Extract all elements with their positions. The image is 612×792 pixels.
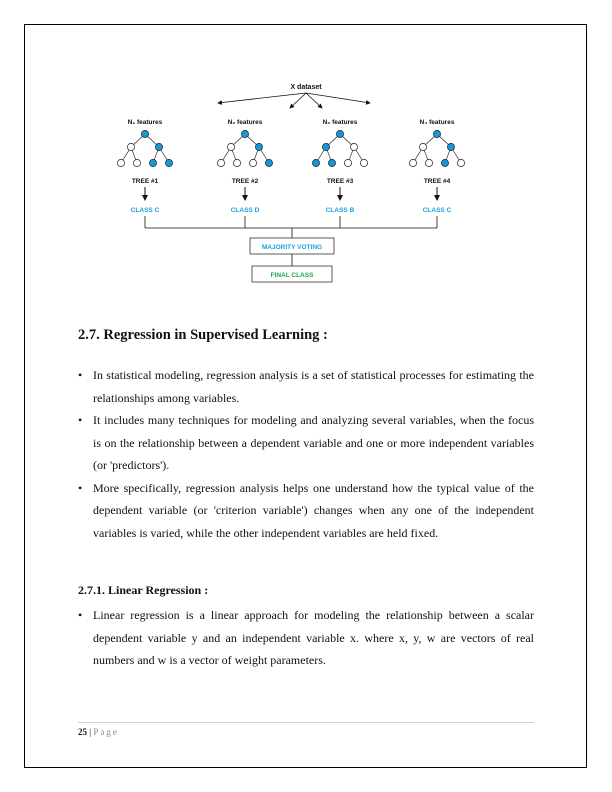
tree-node (127, 143, 135, 151)
tree-class-label: CLASS B (326, 207, 355, 214)
tree-class-label: CLASS C (423, 207, 452, 214)
tree-node (117, 159, 125, 167)
tree-node (227, 143, 235, 151)
tree-node (360, 159, 368, 167)
tree-node (441, 159, 449, 167)
tree-node (141, 130, 149, 138)
dataset-label: X dataset (290, 84, 322, 91)
tree-node (241, 130, 249, 138)
tree-node (249, 159, 257, 167)
tree-node (344, 159, 352, 167)
tree-node (155, 143, 163, 151)
tree-node (350, 143, 358, 151)
tree-node (433, 130, 441, 138)
tree-node (233, 159, 241, 167)
tree-node (133, 159, 141, 167)
tree-number-label: TREE #3 (327, 178, 354, 185)
tree-node (409, 159, 417, 167)
dataset-arrow (289, 92, 307, 109)
list-item: In statistical modeling, regression anal… (78, 364, 534, 409)
tree-node (255, 143, 263, 151)
tree-number-label: TREE #4 (424, 178, 451, 185)
dataset-arrow (305, 92, 371, 105)
page-number: 25 (78, 727, 87, 737)
tree-number-label: TREE #1 (132, 178, 159, 185)
list-item: Linear regression is a linear approach f… (78, 604, 534, 672)
page-border (24, 24, 587, 768)
tree-node (425, 159, 433, 167)
tree-node (419, 143, 427, 151)
page-footer: 25 | Page (78, 727, 119, 737)
page-word: Page (93, 727, 119, 737)
list-item: It includes many techniques for modeling… (78, 409, 534, 477)
tree-features-label: N₄ features (420, 119, 455, 126)
final-class-label: FINAL CLASS (271, 272, 315, 279)
tree-node (165, 159, 173, 167)
tree-node (265, 159, 273, 167)
tree-features-label: N₁ features (128, 119, 163, 126)
tree-node (328, 159, 336, 167)
majority-voting-label: MAJORITY VOTING (262, 244, 322, 251)
tree-features-label: N₂ features (228, 119, 263, 126)
dataset-arrow (217, 92, 307, 105)
tree-node (312, 159, 320, 167)
tree-node (149, 159, 157, 167)
final-class-box (251, 265, 333, 283)
tree-class-label: CLASS C (131, 207, 160, 214)
tree-features-label: N₃ features (323, 119, 358, 126)
dataset-arrow (305, 92, 323, 109)
footer-separator: | (87, 727, 94, 737)
tree-number-label: TREE #2 (232, 178, 259, 185)
tree-node (322, 143, 330, 151)
subsection-bullet-list: Linear regression is a linear approach f… (78, 604, 534, 672)
subsection-title: 2.7.1. Linear Regression : (78, 583, 209, 597)
tree-class-label: CLASS D (231, 207, 260, 214)
section-bullet-list: In statistical modeling, regression anal… (78, 364, 534, 544)
tree-node (447, 143, 455, 151)
section-title: 2.7. Regression in Supervised Learning : (78, 327, 328, 343)
tree-node (457, 159, 465, 167)
footer-divider (78, 722, 534, 723)
tree-node (217, 159, 225, 167)
tree-node (336, 130, 344, 138)
list-item: More specifically, regression analysis h… (78, 477, 534, 545)
